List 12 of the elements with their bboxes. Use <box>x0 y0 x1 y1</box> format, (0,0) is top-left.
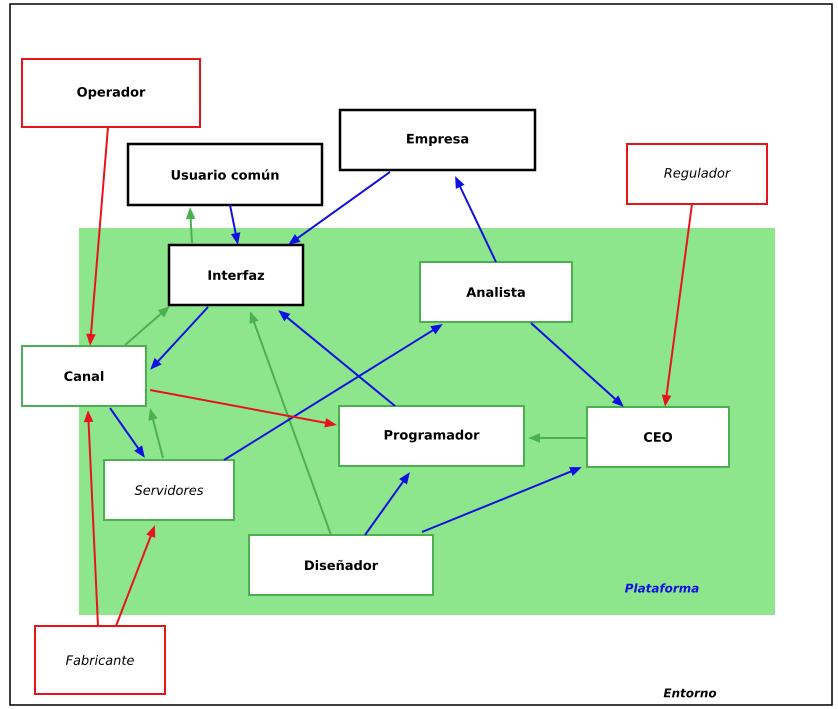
box: Usuario común <box>126 142 324 206</box>
box: Interfaz <box>168 244 304 306</box>
box: Programador <box>338 405 525 467</box>
box: Fabricante <box>34 625 166 695</box>
box: Regulador <box>626 143 768 205</box>
box: Operador <box>21 58 201 128</box>
box: CEO <box>586 406 730 468</box>
box: Servidores <box>103 459 235 521</box>
box: Empresa <box>338 108 536 172</box>
box: Canal <box>21 345 147 407</box>
box: Diseñador <box>248 534 434 596</box>
box: Analista <box>419 261 573 323</box>
